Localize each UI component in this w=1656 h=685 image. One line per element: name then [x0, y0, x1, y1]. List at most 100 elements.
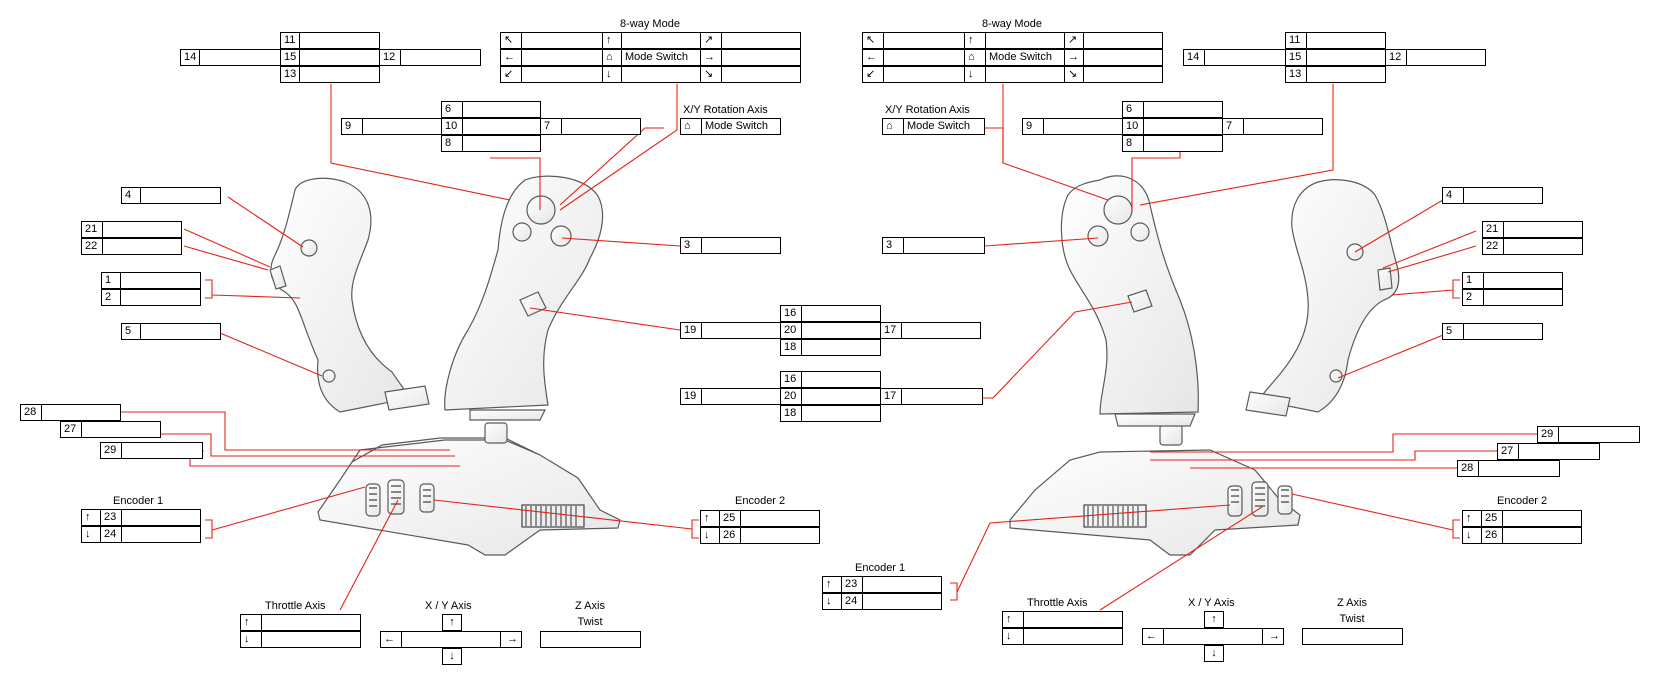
left-throttle-down-field[interactable] [261, 631, 361, 648]
right-throttle-down-field[interactable] [1023, 628, 1123, 645]
right-hat1-btn-11-field[interactable] [1306, 32, 1386, 49]
left-hat1-btn-13-field[interactable] [299, 66, 380, 83]
right-btn-28-field[interactable] [1478, 460, 1560, 477]
right-hat2-btn-8-field[interactable] [1143, 135, 1223, 152]
right-hat2-btn-10-field[interactable] [1143, 118, 1223, 135]
right-btn-29-field[interactable] [1558, 426, 1640, 443]
right-btn-21-field[interactable] [1503, 221, 1583, 238]
left-8way-nw-field[interactable] [521, 32, 603, 49]
right-btn-1-field[interactable] [1483, 272, 1563, 289]
right-hat2-btn-9-field[interactable] [1043, 118, 1123, 135]
left-btn-2-field[interactable] [120, 289, 201, 306]
left-btn-3: 3 [680, 237, 702, 254]
right-hat1-btn-13-field[interactable] [1306, 66, 1386, 83]
arrow-nw-icon: ↖ [862, 32, 884, 49]
right-z-axis-field[interactable] [1302, 628, 1403, 645]
left-hat3-btn-16-field[interactable] [801, 305, 881, 322]
right-8way-mode-switch[interactable]: Mode Switch [985, 49, 1065, 66]
right-8way-w-field[interactable] [883, 49, 965, 66]
right-8way-n-field[interactable] [985, 32, 1065, 49]
right-hat3-btn-18-field[interactable] [801, 405, 881, 422]
left-hat2-btn-10-field[interactable] [462, 118, 541, 135]
left-xy-rotation-mode-switch[interactable]: Mode Switch [701, 118, 781, 135]
right-8way-ne-field[interactable] [1083, 32, 1163, 49]
left-hat2-btn-7-field[interactable] [561, 118, 641, 135]
right-encoder2-down-field[interactable] [1502, 527, 1582, 544]
left-hat2-btn-8-field[interactable] [462, 135, 541, 152]
arrow-right-icon: → [500, 631, 522, 648]
left-encoder1-down: 24 [100, 526, 122, 543]
right-btn-5: 5 [1442, 323, 1464, 340]
right-btn-22-field[interactable] [1503, 238, 1583, 255]
left-8way-se-field[interactable] [721, 66, 801, 83]
left-xy-axis-field[interactable] [401, 631, 501, 648]
left-btn-4-field[interactable] [140, 187, 221, 204]
right-throttle-up-field[interactable] [1023, 611, 1123, 628]
right-hat1-btn-12-field[interactable] [1406, 49, 1486, 66]
right-hat2-btn-7-field[interactable] [1243, 118, 1323, 135]
left-hat1-btn-14-field[interactable] [199, 49, 281, 66]
left-8way-s-field[interactable] [621, 66, 701, 83]
right-8way-nw-field[interactable] [883, 32, 965, 49]
right-btn-1: 1 [1462, 272, 1484, 289]
left-hat1-btn-11-field[interactable] [299, 32, 380, 49]
right-hat3-btn-17-field[interactable] [901, 388, 983, 405]
left-8way-n-field[interactable] [621, 32, 701, 49]
left-encoder1-down-field[interactable] [121, 526, 201, 543]
left-encoder2-down-field[interactable] [740, 527, 820, 544]
right-encoder1-down-field[interactable] [862, 593, 942, 610]
right-btn-27-field[interactable] [1518, 443, 1600, 460]
left-hat2-btn-9-field[interactable] [362, 118, 442, 135]
left-hat2-btn-6-field[interactable] [462, 101, 541, 118]
right-encoder2-up-field[interactable] [1502, 510, 1582, 527]
left-z-axis-field[interactable] [540, 631, 641, 648]
right-hat2-btn-6-field[interactable] [1143, 101, 1223, 118]
left-btn-3-field[interactable] [701, 237, 781, 254]
left-encoder1-up-field[interactable] [121, 509, 201, 526]
left-hat1-btn-12-field[interactable] [400, 49, 481, 66]
left-8way-ne-field[interactable] [721, 32, 801, 49]
right-xy-rotation-mode-switch[interactable]: Mode Switch [903, 118, 985, 135]
right-8way-se-field[interactable] [1083, 66, 1163, 83]
left-throttle-up-field[interactable] [261, 614, 361, 631]
right-8way-sw-field[interactable] [883, 66, 965, 83]
right-encoder1-up-field[interactable] [862, 576, 942, 593]
right-hat1-btn-14-field[interactable] [1204, 49, 1286, 66]
left-btn-21-field[interactable] [102, 221, 182, 238]
right-btn-3: 3 [882, 237, 904, 254]
left-8way-w-field[interactable] [521, 49, 603, 66]
right-hat3-btn-19-field[interactable] [701, 388, 781, 405]
arrow-sw-icon: ↙ [862, 66, 884, 83]
left-btn-27-field[interactable] [81, 421, 161, 438]
right-btn-4-field[interactable] [1463, 187, 1543, 204]
right-encoder2-title: Encoder 2 [1497, 495, 1548, 507]
left-8way-sw-field[interactable] [521, 66, 603, 83]
left-hat3-btn-17-field[interactable] [901, 322, 981, 339]
right-btn-3-field[interactable] [903, 237, 985, 254]
right-hat1-btn-15-field[interactable] [1306, 49, 1386, 66]
right-xy-axis-field[interactable] [1163, 628, 1263, 645]
right-8way-e-field[interactable] [1083, 49, 1163, 66]
left-btn-29-field[interactable] [121, 442, 203, 459]
left-8way-mode-switch[interactable]: Mode Switch [621, 49, 701, 66]
left-btn-28-field[interactable] [41, 404, 121, 421]
left-btn-22-field[interactable] [102, 238, 182, 255]
left-throttle-title: Throttle Axis [265, 600, 326, 612]
right-hat3-btn-16-field[interactable] [801, 371, 881, 388]
left-8way-e-field[interactable] [721, 49, 801, 66]
left-z-axis-subtitle: Twist [577, 616, 603, 628]
left-hat2-btn-7: 7 [540, 118, 562, 135]
left-hat3-btn-20-field[interactable] [801, 322, 881, 339]
right-btn-2-field[interactable] [1483, 289, 1563, 306]
left-btn-1-field[interactable] [120, 272, 201, 289]
left-hat3-btn-18-field[interactable] [801, 339, 881, 356]
right-grip-sketch [1245, 179, 1400, 417]
left-hat3-btn-19-field[interactable] [701, 322, 781, 339]
right-btn-5-field[interactable] [1463, 323, 1543, 340]
right-8way-s-field[interactable] [985, 66, 1065, 83]
left-encoder2-up-field[interactable] [740, 510, 820, 527]
right-btn-28: 28 [1457, 460, 1479, 477]
left-btn-5-field[interactable] [140, 323, 221, 340]
left-hat1-btn-15-field[interactable] [299, 49, 380, 66]
right-hat3-btn-20-field[interactable] [801, 388, 881, 405]
